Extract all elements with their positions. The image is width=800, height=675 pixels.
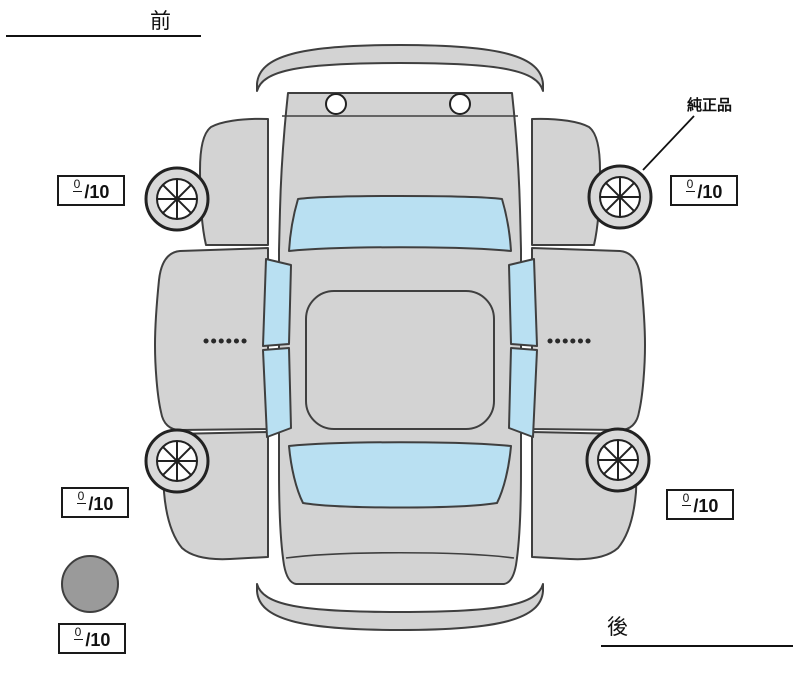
front-right-door-glass — [508, 258, 538, 347]
rear-right-door-glass — [508, 347, 538, 438]
spare-tire-icon — [61, 555, 119, 613]
tire-score-value: 0 — [685, 177, 696, 192]
rear-right-wheel-icon — [585, 427, 651, 493]
front-left-door-glass — [262, 258, 292, 347]
front-bumper — [256, 44, 544, 92]
front-right-wheel-icon — [587, 164, 653, 230]
tire-score-rear-right: 0/10 — [666, 489, 734, 520]
windshield — [288, 195, 512, 252]
tire-score-scale: /10 — [693, 495, 719, 516]
front-left-fender — [199, 117, 269, 246]
tire-score-value: 0 — [76, 489, 87, 504]
rear-label: 後 — [607, 616, 629, 639]
tire-score-value: 0 — [681, 491, 692, 506]
tire-score-value: 0 — [72, 177, 83, 192]
front-left-wheel-icon — [144, 166, 210, 232]
front-right-fender — [531, 117, 601, 246]
roof-panel — [305, 290, 495, 430]
right-hood-circle — [449, 93, 471, 115]
tire-score-value: 0 — [73, 625, 84, 640]
tire-score-scale: /10 — [84, 181, 110, 202]
rear-left-wheel-icon — [144, 428, 210, 494]
left-door-panel — [154, 247, 269, 431]
rear-bumper — [256, 583, 544, 631]
tire-score-spare: 0/10 — [58, 623, 126, 654]
tire-score-front-left: 0/10 — [57, 175, 125, 206]
tire-score-scale: /10 — [697, 181, 723, 202]
rear-window — [288, 441, 512, 509]
trunk-seam-line — [285, 551, 515, 559]
tire-score-rear-left: 0/10 — [61, 487, 129, 518]
genuine-part-leader-line — [642, 115, 695, 171]
front-label: 前 — [150, 10, 172, 33]
left-hood-circle — [325, 93, 347, 115]
genuine-part-label: 純正品 — [687, 97, 733, 114]
tire-score-front-right: 0/10 — [670, 175, 738, 206]
rear-left-door-glass — [262, 347, 292, 438]
tire-score-scale: /10 — [85, 629, 111, 650]
tire-score-scale: /10 — [88, 493, 114, 514]
